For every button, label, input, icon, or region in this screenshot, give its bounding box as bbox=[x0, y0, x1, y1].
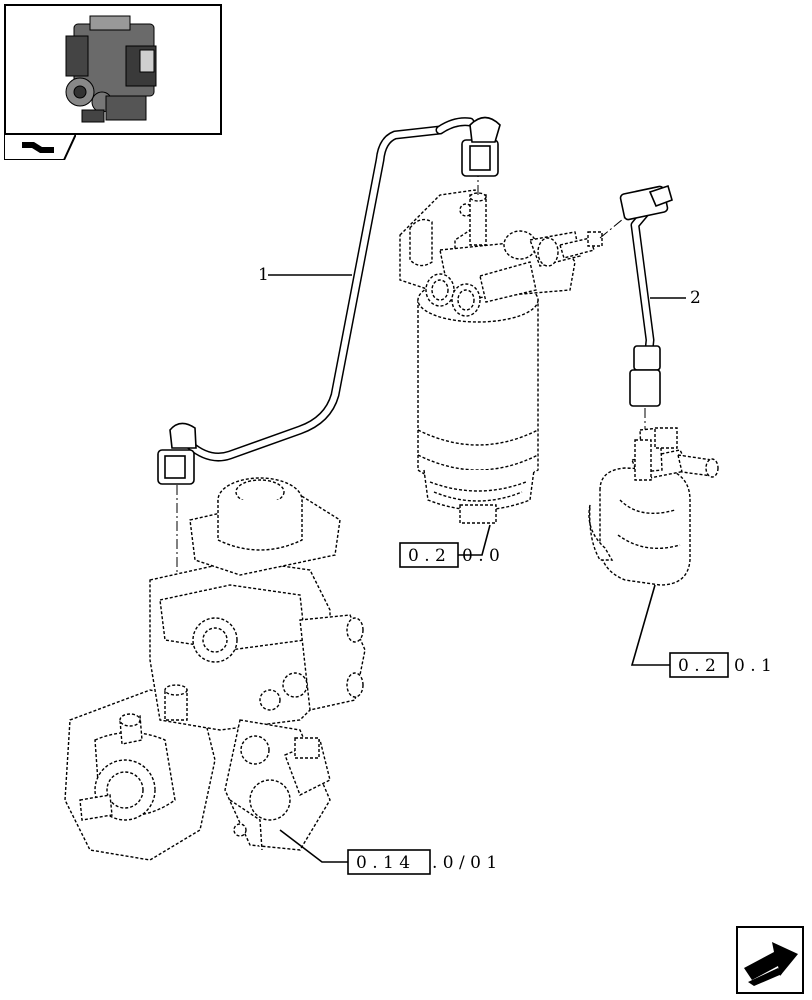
engine-thumbnail-icon bbox=[65, 15, 157, 123]
callout-1: 1 bbox=[258, 265, 269, 285]
injection-pump bbox=[64, 477, 366, 861]
engine-thumbnail[interactable] bbox=[4, 4, 222, 135]
next-page-button[interactable] bbox=[736, 926, 804, 994]
ref-boxed-text: 0 . 1 4 bbox=[356, 853, 410, 873]
ref-injection-pump[interactable]: 0 . 1 4 . 0 / 0 1 bbox=[347, 849, 497, 875]
ref-fuel-filter[interactable]: 0 . 2 0 . 0 bbox=[399, 542, 500, 568]
ref-rest-text: 0 . 0 bbox=[462, 546, 500, 566]
fuel-lift-pump bbox=[588, 427, 719, 586]
leaders bbox=[268, 274, 686, 863]
ref-box bbox=[347, 849, 431, 875]
next-page-arrow-icon bbox=[744, 942, 798, 986]
ref-fuel-pump[interactable]: 0 . 2 0 . 1 bbox=[669, 652, 772, 678]
ref-boxed-text: 0 . 2 bbox=[678, 656, 716, 676]
fuel-pipe-2 bbox=[619, 184, 673, 440]
callout-2: 2 bbox=[690, 288, 701, 308]
ref-rest-text: . 0 / 0 1 bbox=[432, 853, 497, 873]
ref-rest-text: 0 . 1 bbox=[734, 656, 772, 676]
ref-box bbox=[399, 542, 459, 568]
ref-box bbox=[669, 652, 729, 678]
ref-boxed-text: 0 . 2 bbox=[408, 546, 446, 566]
section-tab[interactable] bbox=[3, 133, 78, 161]
fuel-filter-assembly bbox=[399, 160, 641, 524]
